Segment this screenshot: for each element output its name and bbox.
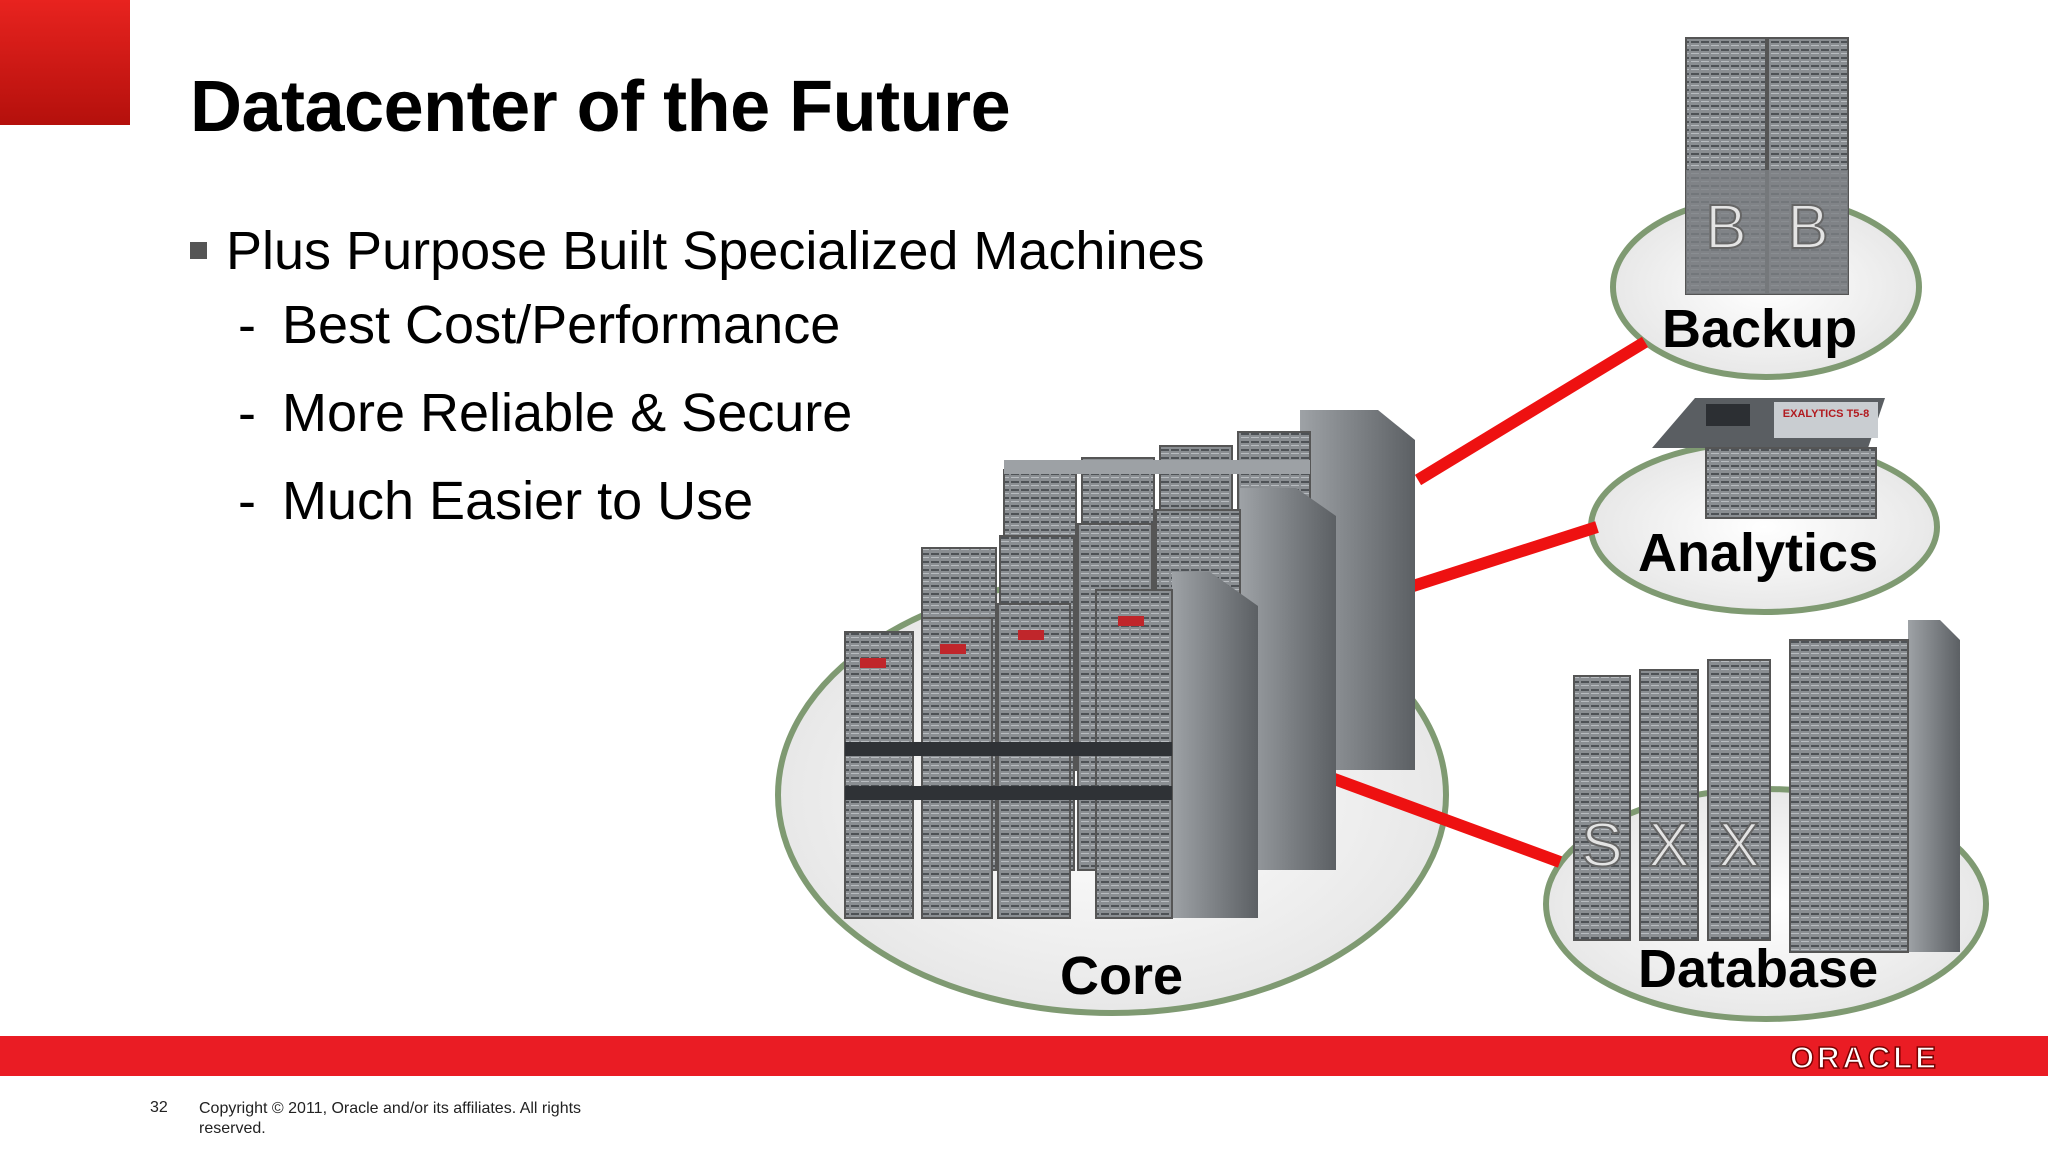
rack-unit xyxy=(997,603,1071,919)
rack-unit xyxy=(1573,675,1631,941)
subbullet-text: Best Cost/Performance xyxy=(282,295,841,355)
rack-unit xyxy=(1685,37,1767,295)
dash-marker: - xyxy=(238,295,256,355)
square-bullet-icon xyxy=(190,242,207,259)
rack-unit xyxy=(1707,659,1771,941)
bullet-item: Plus Purpose Built Specialized Machines xyxy=(190,220,1205,294)
rack-letter: X xyxy=(1648,811,1689,880)
core-rack-row-front xyxy=(844,572,1258,919)
rack-letter: X xyxy=(1718,811,1759,880)
connector-line-backup xyxy=(1414,336,1649,486)
bullet-list: Plus Purpose Built Specialized Machines … xyxy=(190,220,1205,558)
bullet-text: Plus Purpose Built Specialized Machines xyxy=(226,221,1205,281)
rack-unit xyxy=(1789,639,1909,953)
rack-unit xyxy=(999,535,1075,871)
rack-unit xyxy=(1639,669,1699,941)
rack-unit xyxy=(1095,589,1173,919)
footer-bar xyxy=(0,1036,2048,1076)
dash-marker: - xyxy=(238,383,256,443)
rack-letter: B xyxy=(1705,193,1746,262)
backup-rack-pair: B B xyxy=(1685,37,1849,295)
subbullet-item: - Much Easier to Use xyxy=(190,470,1205,558)
exalytics-badge: EXALYTICS T5-8 xyxy=(1783,408,1869,420)
rack-letter: S xyxy=(1581,811,1622,880)
rack-unit xyxy=(1155,509,1241,871)
page-number: 32 xyxy=(150,1099,168,1116)
copyright-notice: Copyright © 2011, Oracle and/or its affi… xyxy=(199,1100,582,1137)
oracle-logo: ORACLE xyxy=(1789,1039,1939,1076)
subbullet-item: - Best Cost/Performance xyxy=(190,294,1205,382)
slide-title: Datacenter of the Future xyxy=(190,67,1011,147)
connector-line-database xyxy=(1247,742,1563,868)
core-label: Core xyxy=(1060,946,1184,1006)
subbullet-text: Much Easier to Use xyxy=(282,471,754,531)
subbullet-item: - More Reliable & Secure xyxy=(190,382,1205,470)
rack-unit xyxy=(1077,523,1153,871)
connector-line-analytics xyxy=(1330,521,1599,618)
analytics-label: Analytics xyxy=(1638,523,1879,583)
subbullet-text: More Reliable & Secure xyxy=(282,383,853,443)
rack-unit xyxy=(1767,37,1849,295)
dash-marker: - xyxy=(238,471,256,531)
corner-accent-block xyxy=(0,0,130,125)
database-label: Database xyxy=(1638,939,1879,999)
rack-letter: B xyxy=(1787,193,1828,262)
database-rack-group: S X X xyxy=(1573,620,1960,953)
rack-unit xyxy=(921,617,993,919)
rack-unit xyxy=(921,547,997,871)
backup-label: Backup xyxy=(1662,299,1858,359)
rack-unit xyxy=(844,631,914,919)
analytics-server: EXALYTICS T5-8 xyxy=(1652,398,1885,519)
rack-unit xyxy=(1237,431,1311,771)
